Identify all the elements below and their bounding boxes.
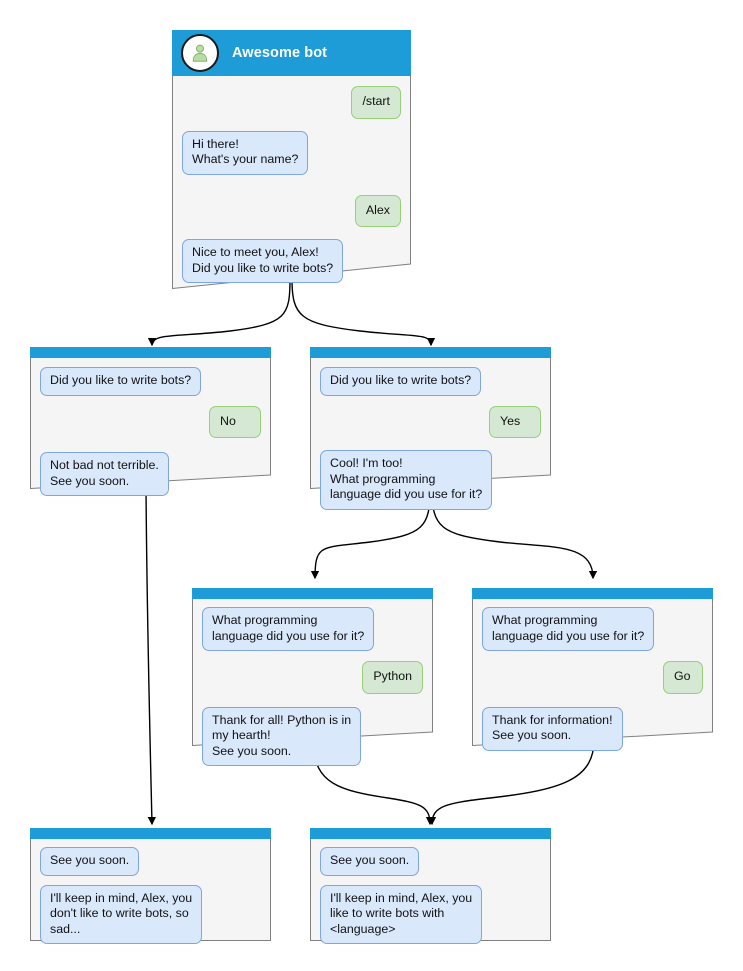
chat-transcript: See you soon. I'll keep in mind, Alex, y… (310, 839, 551, 944)
answer-yes-node[interactable]: Did you like to write bots? Yes Cool! I'… (310, 347, 551, 510)
message-row: Alex (182, 194, 401, 227)
bot-message-bubble[interactable]: See you soon. (320, 847, 420, 876)
user-message-bubble[interactable]: Yes (489, 405, 541, 438)
message-row: Thank for information! See you soon. (482, 706, 703, 751)
chat-transcript: Did you like to write bots? No Not bad n… (30, 358, 271, 496)
edge-go-to-end-happy (427, 739, 595, 826)
message-row: Nice to meet you, Alex! Did you like to … (182, 239, 401, 283)
bot-message-bubble[interactable]: What programming language did you use fo… (482, 607, 655, 651)
chat-transcript: Did you like to write bots? Yes Cool! I'… (310, 358, 551, 510)
chat-transcript: What programming language did you use fo… (192, 599, 433, 766)
message-row: Cool! I'm too! What programming language… (320, 450, 541, 510)
user-message-bubble[interactable]: Go (663, 661, 703, 694)
user-message-bubble[interactable]: No (209, 405, 261, 438)
message-row: Not bad not terrible. See you soon. (40, 452, 261, 496)
bot-message-bubble[interactable]: Did you like to write bots? (40, 367, 202, 396)
answer-go-node[interactable]: What programming language did you use fo… (472, 588, 713, 751)
user-avatar-icon (181, 34, 219, 72)
bot-name-label: Awesome bot (232, 45, 328, 61)
user-message-bubble[interactable]: Python (362, 661, 423, 694)
end-node-no-bots[interactable]: See you soon. I'll keep in mind, Alex, y… (30, 828, 271, 944)
bot-message-bubble[interactable]: I'll keep in mind, Alex, you like to wri… (320, 884, 483, 944)
answer-no-node[interactable]: Did you like to write bots? No Not bad n… (30, 347, 271, 496)
bot-message-bubble[interactable]: Nice to meet you, Alex! Did you like to … (182, 239, 344, 283)
message-row: I'll keep in mind, Alex, you like to wri… (320, 884, 541, 944)
bot-message-bubble[interactable]: Hi there! What's your name? (182, 130, 309, 175)
card-titlebar (472, 588, 713, 599)
card-titlebar (310, 828, 551, 839)
chat-transcript: /start Hi there! What's your name? Alex … (172, 76, 411, 289)
message-row: What programming language did you use fo… (202, 607, 423, 651)
chat-transcript: What programming language did you use fo… (472, 599, 713, 751)
bot-message-bubble[interactable]: Not bad not terrible. See you soon. (40, 452, 169, 496)
answer-python-node[interactable]: What programming language did you use fo… (192, 588, 433, 766)
card-titlebar: Awesome bot (172, 30, 411, 76)
user-message-bubble[interactable]: /start (351, 86, 401, 119)
message-row: I'll keep in mind, Alex, you don't like … (40, 884, 261, 944)
message-row: Thank for all! Python is in my hearth! S… (202, 706, 423, 766)
message-row: Yes (320, 405, 541, 438)
card-titlebar (30, 347, 271, 358)
bot-message-bubble[interactable]: Thank for all! Python is in my hearth! S… (202, 706, 362, 766)
chat-transcript: See you soon. I'll keep in mind, Alex, y… (30, 839, 271, 944)
message-row: Hi there! What's your name? (182, 130, 401, 175)
message-row: No (40, 405, 261, 438)
user-message-bubble[interactable]: Alex (354, 194, 401, 227)
message-row: Python (202, 661, 423, 694)
start-node[interactable]: Awesome bot /start Hi there! What's your… (172, 30, 411, 289)
message-row: See you soon. (40, 847, 261, 876)
bot-message-bubble[interactable]: What programming language did you use fo… (202, 607, 375, 651)
bot-message-bubble[interactable]: Thank for information! See you soon. (482, 706, 623, 751)
message-row: /start (182, 86, 401, 119)
message-row: Did you like to write bots? (40, 367, 261, 396)
message-row: Go (482, 661, 703, 694)
message-row: What programming language did you use fo… (482, 607, 703, 651)
message-row: Did you like to write bots? (320, 367, 541, 396)
bot-message-bubble[interactable]: See you soon. (40, 847, 140, 876)
card-titlebar (192, 588, 433, 599)
end-node-likes-bots[interactable]: See you soon. I'll keep in mind, Alex, y… (310, 828, 551, 944)
edge-no-to-end-sad (145, 488, 157, 826)
message-row: See you soon. (320, 847, 541, 876)
card-titlebar (310, 347, 551, 358)
card-titlebar (30, 828, 271, 839)
bot-message-bubble[interactable]: Cool! I'm too! What programming language… (320, 450, 493, 510)
bot-message-bubble[interactable]: I'll keep in mind, Alex, you don't like … (40, 884, 203, 944)
bot-message-bubble[interactable]: Did you like to write bots? (320, 367, 482, 396)
